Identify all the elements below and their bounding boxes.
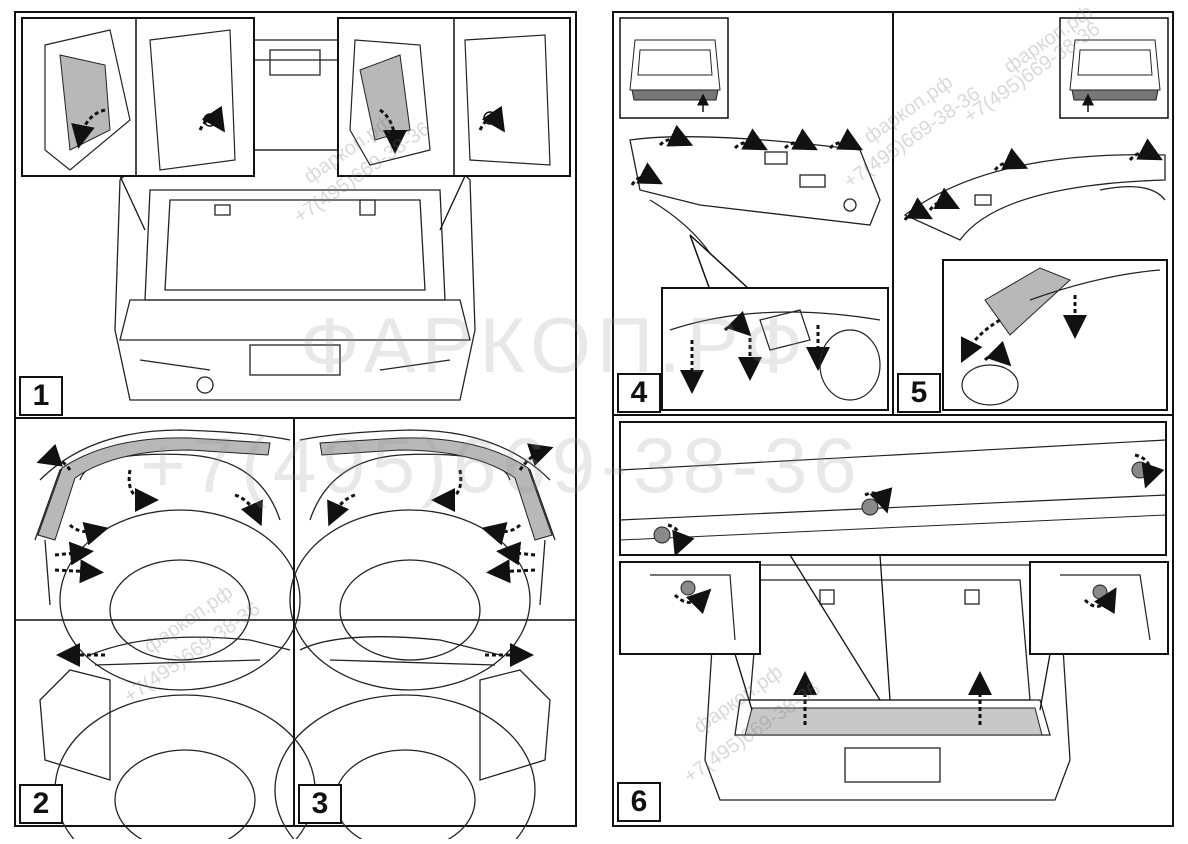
- step6-sill-shade: [744, 707, 1043, 736]
- step-number-3: 3: [298, 784, 342, 824]
- step-number-6: 6: [617, 782, 661, 822]
- step5-thumbnail: [1059, 17, 1169, 119]
- step2-liner-shade: [37, 437, 271, 541]
- step6-connector-lines: [789, 554, 891, 701]
- step3-wheel-arch-bottom: [274, 636, 551, 844]
- step6-arrows: [793, 671, 992, 725]
- step5-arrows: [903, 138, 1163, 221]
- step-number-2: 2: [19, 784, 63, 824]
- step2-arrows-top: [36, 443, 263, 584]
- step-number-1: 1: [19, 376, 63, 416]
- step5-inset: [942, 259, 1168, 411]
- step4-thumbnail: [619, 17, 729, 119]
- step4-arrows: [630, 124, 863, 186]
- step4-bumper: [629, 136, 881, 271]
- step-number-5: 5: [897, 373, 941, 413]
- step2-wheel-arch-bottom: [39, 636, 316, 844]
- step6-trim-strip: [619, 421, 1167, 557]
- step4-inset: [661, 234, 889, 411]
- step3-arrows-top: [327, 443, 554, 584]
- step6-vehicle: [704, 564, 1071, 801]
- step5-bumper: [903, 154, 1166, 241]
- step6-inset-left: [619, 561, 761, 711]
- step1-inset-right: [337, 17, 571, 231]
- step6-inset-right: [1029, 561, 1169, 711]
- step3-liner-shade: [319, 437, 553, 541]
- step-number-4: 4: [617, 373, 661, 413]
- step1-inset-left: [21, 17, 255, 231]
